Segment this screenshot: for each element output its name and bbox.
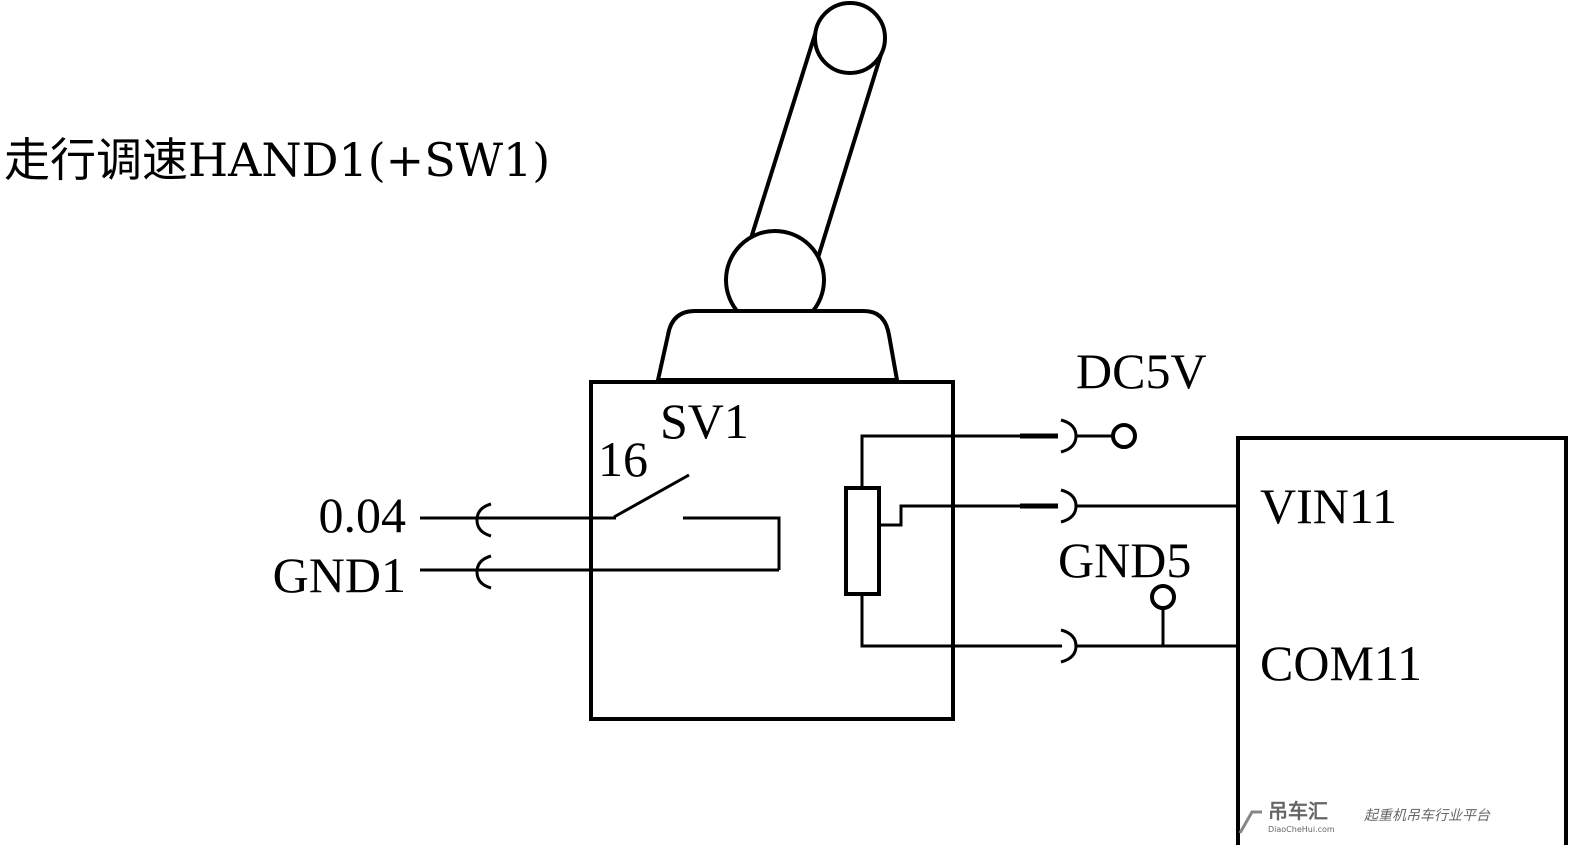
switch-bushing — [655, 309, 900, 382]
switch-contact-return — [683, 516, 781, 570]
label-gnd1: GND1 — [273, 547, 406, 603]
pot-top-lead — [860, 434, 1020, 488]
watermark-slogan: 起重机吊车行业平台 — [1364, 808, 1491, 824]
connector-gnd1 — [475, 554, 492, 590]
crane-logo-icon — [1238, 810, 1262, 834]
connector-vin — [1020, 488, 1238, 524]
label-input-004: 0.04 — [319, 487, 407, 543]
label-sv1: SV1 — [660, 393, 749, 449]
pot-bottom-lead — [860, 594, 1062, 648]
diagram-title: 走行调速HAND1(+SW1) — [4, 133, 550, 187]
switch-contact-blade — [613, 473, 690, 519]
label-vin11: VIN11 — [1260, 478, 1397, 534]
label-pin16: 16 — [598, 431, 648, 487]
gnd5-test-point — [1150, 584, 1176, 646]
watermark-brand: 吊车汇 — [1268, 799, 1328, 823]
potentiometer — [844, 486, 881, 596]
connector-com — [1060, 628, 1238, 664]
connector-dc5v — [1020, 418, 1137, 454]
label-com11: COM11 — [1260, 635, 1422, 691]
label-gnd5: GND5 — [1058, 532, 1191, 588]
toggle-lever — [724, 1, 887, 331]
label-dc5v: DC5V — [1076, 343, 1207, 399]
switch-body — [589, 380, 955, 721]
controller-block — [1236, 436, 1568, 845]
watermark-url: DiaoCheHui.com — [1268, 825, 1335, 834]
watermark: 吊车汇 DiaoCheHui.com 起重机吊车行业平台 — [1238, 799, 1491, 834]
pot-wiper-lead — [879, 504, 1020, 527]
connector-004 — [475, 502, 492, 538]
